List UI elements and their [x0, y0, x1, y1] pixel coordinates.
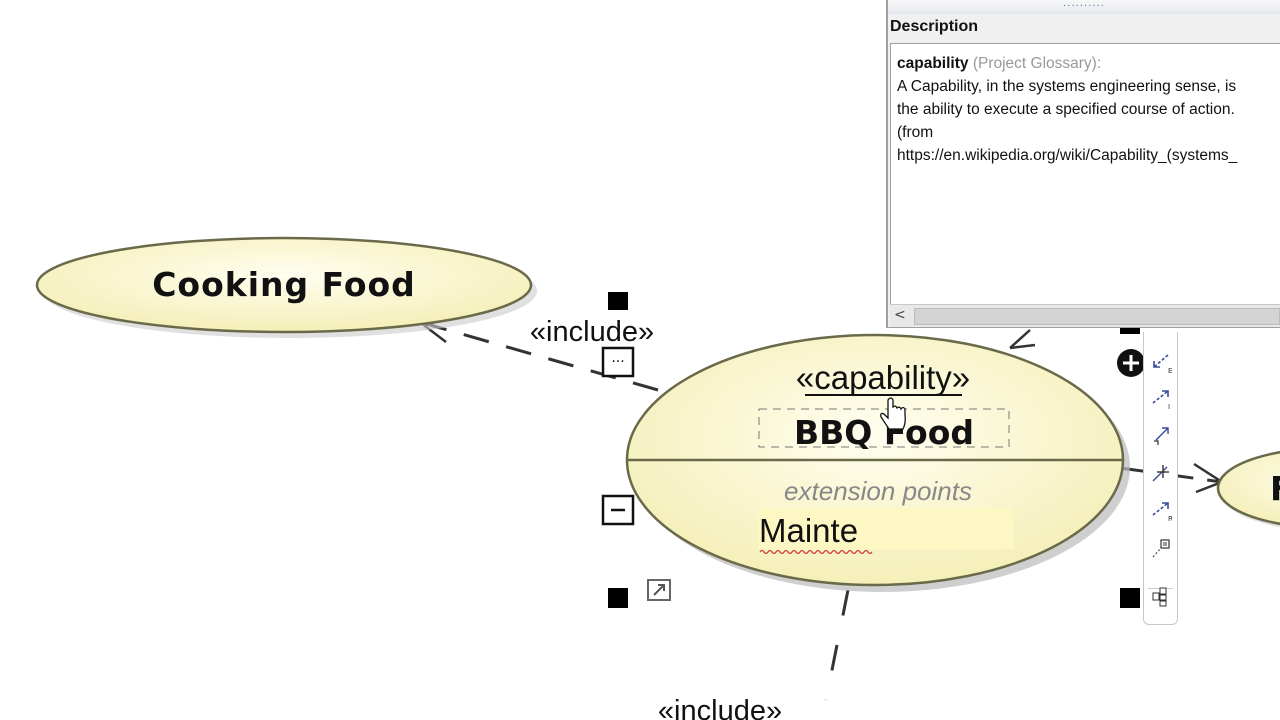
- association-icon[interactable]: [1150, 425, 1172, 447]
- hand-cursor-icon: [880, 397, 906, 430]
- panel-resize-grip[interactable]: ..........: [888, 0, 1280, 14]
- structure-icon[interactable]: [1150, 586, 1172, 608]
- smart-manipulator-toolbar: E I R: [1143, 332, 1178, 625]
- generalization-icon[interactable]: [1150, 462, 1172, 484]
- glossary-source: (Project Glossary):: [972, 55, 1102, 72]
- description-panel: .......... Description capability (Proje…: [886, 0, 1280, 328]
- include-label[interactable]: «include»: [530, 316, 654, 348]
- extension-point-editor[interactable]: [758, 508, 1013, 549]
- include-icon[interactable]: I: [1150, 388, 1172, 410]
- scroll-left-button[interactable]: <: [894, 307, 906, 323]
- selection-handle[interactable]: [608, 588, 628, 608]
- use-case-name: F: [1270, 469, 1280, 508]
- collapse-compartment-icon[interactable]: [601, 494, 635, 526]
- svg-text:R: R: [1168, 515, 1172, 522]
- include-label[interactable]: «include»: [658, 695, 782, 720]
- panel-title: Description: [890, 18, 979, 35]
- use-case-cooking-food[interactable]: Cooking Food: [35, 236, 537, 338]
- selection-handle[interactable]: [608, 292, 628, 310]
- realization-icon[interactable]: R: [1150, 500, 1172, 522]
- add-icon[interactable]: [1117, 349, 1145, 377]
- use-case-partial-right[interactable]: F: [1216, 448, 1280, 532]
- more-options-icon[interactable]: ···: [601, 346, 635, 378]
- use-case-bbq-food[interactable]: «capability» BBQ Food extension points M…: [625, 333, 1130, 592]
- description-line: (from: [897, 124, 934, 141]
- description-text: capability (Project Glossary): A Capabil…: [890, 43, 1280, 309]
- description-line: A Capability, in the systems engineering…: [897, 78, 1237, 95]
- horizontal-scrollbar[interactable]: <: [890, 304, 1280, 327]
- open-shape-icon[interactable]: [647, 579, 671, 601]
- svg-text:I: I: [1168, 403, 1170, 410]
- spellcheck-underline: [759, 549, 873, 555]
- extend-icon[interactable]: E: [1150, 352, 1172, 374]
- include-connector-bottom[interactable]: [824, 589, 850, 701]
- compartment-title: extension points: [784, 476, 972, 506]
- glossary-term: capability: [897, 55, 969, 72]
- svg-text:E: E: [1168, 367, 1172, 374]
- description-link[interactable]: https://en.wikipedia.org/wiki/Capability…: [897, 147, 1238, 164]
- stereotype-label[interactable]: «capability»: [796, 359, 970, 396]
- name-selection-box: [758, 408, 1010, 448]
- scrollbar-thumb[interactable]: [914, 308, 1280, 325]
- selection-handle[interactable]: [1120, 588, 1140, 608]
- description-line: the ability to execute a specified cours…: [897, 101, 1235, 118]
- use-case-name: Cooking Food: [152, 265, 416, 304]
- note-anchor-icon[interactable]: [1150, 538, 1172, 560]
- svg-text:···: ···: [611, 354, 624, 370]
- extension-point-input[interactable]: Mainte: [759, 512, 858, 549]
